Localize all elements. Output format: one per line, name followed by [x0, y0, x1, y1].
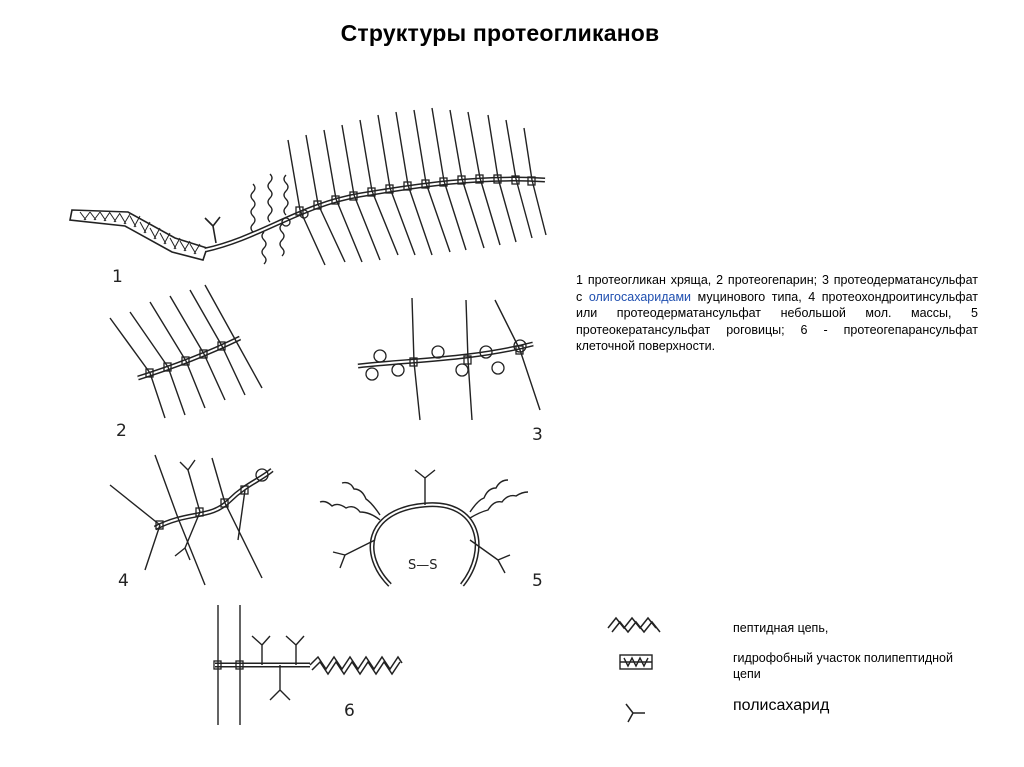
structure-4: [110, 455, 272, 585]
label-5: 5: [532, 571, 543, 591]
hydrophobic-segment: [70, 210, 207, 260]
label-3: 3: [532, 425, 543, 445]
label-4: 4: [118, 571, 129, 591]
hydrophobic-segment-icon: [620, 655, 652, 669]
polysaccharide-icon: [626, 704, 645, 722]
legend-peptide-chain-label: пептидная цепь,: [733, 620, 828, 636]
backbone-4: [155, 470, 272, 528]
peptide-chain-icon: [608, 618, 660, 632]
label-2: 2: [116, 421, 127, 441]
structure-2: [110, 285, 262, 418]
oligosaccharides-link[interactable]: олигосахаридами: [589, 290, 691, 304]
structure-6: [214, 605, 402, 725]
label-6: 6: [344, 701, 355, 721]
legend-polysaccharide-label: полисахарид: [733, 698, 829, 714]
legend-hydrophobic-label: гидрофобный участок полипептидной цепи: [733, 650, 963, 682]
figure-caption: 1 протеогликан хряща, 2 протеогепарин; 3…: [576, 272, 978, 355]
structure-1: [70, 108, 546, 265]
disulfide-label: S—S: [408, 558, 438, 573]
label-1: 1: [112, 267, 123, 287]
structure-3: [358, 298, 540, 420]
